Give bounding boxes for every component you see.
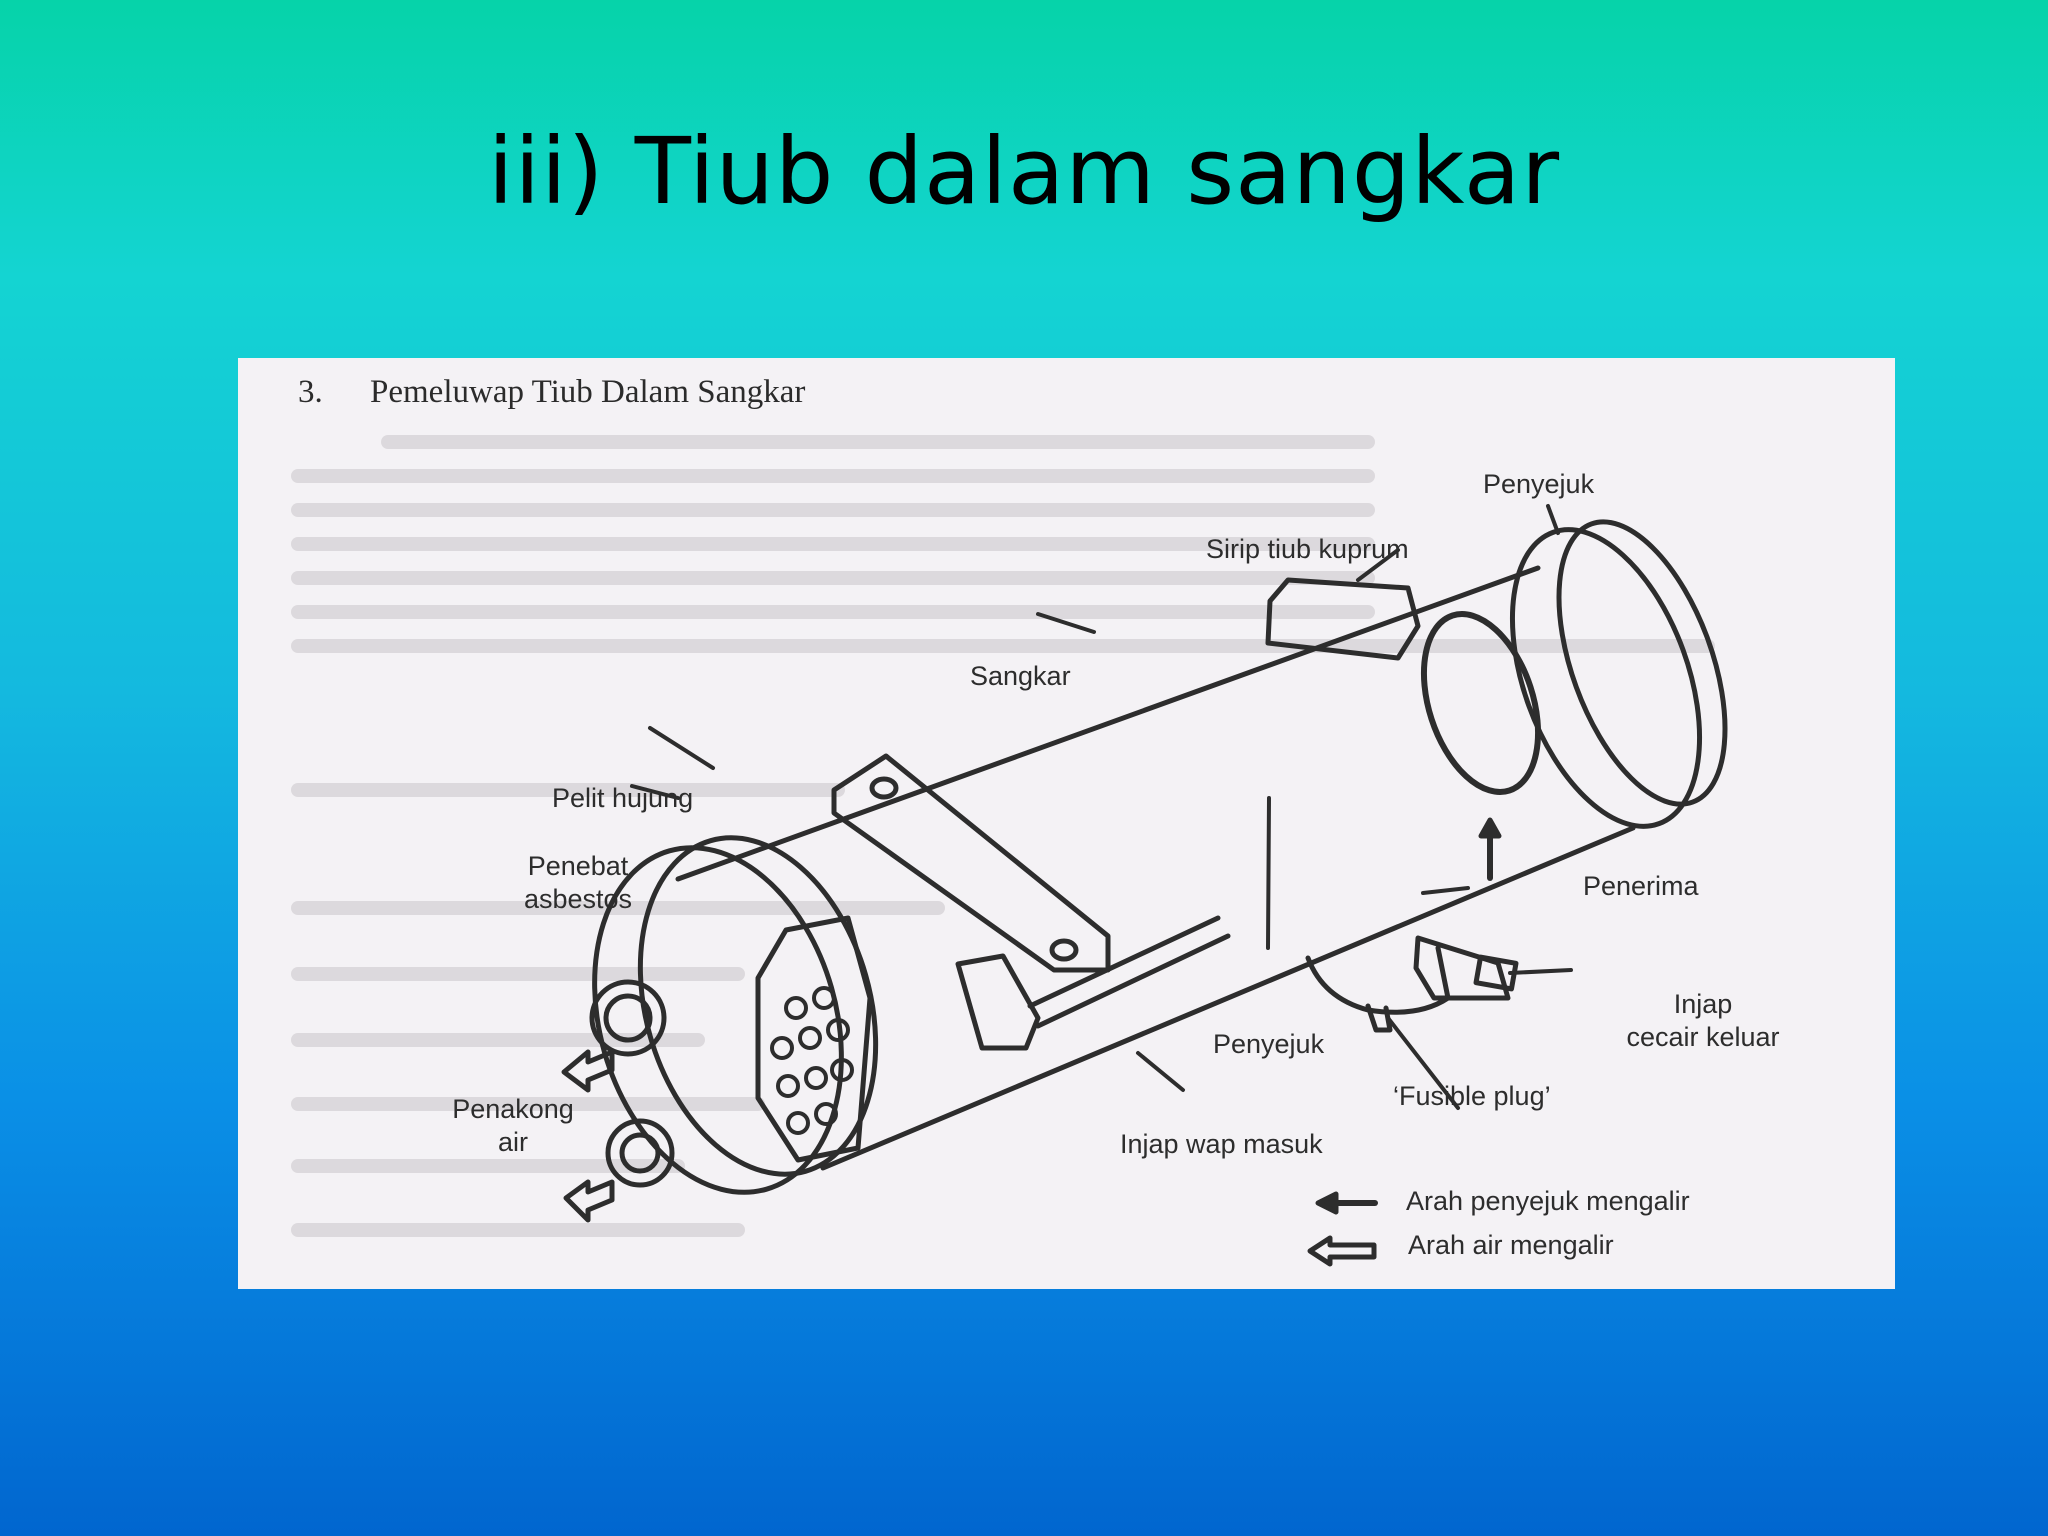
vapour-pipe	[1027, 915, 1221, 1009]
water-in-arrow	[563, 1179, 615, 1223]
right-end-cap	[1509, 527, 1703, 829]
shell-top-edge	[675, 565, 1541, 882]
tube-holes	[770, 986, 854, 1135]
legend-hollow-arrow	[1307, 1235, 1377, 1267]
figure-caption: Pemeluwap Tiub Dalam Sangkar	[370, 374, 806, 410]
tube-bundle	[1420, 611, 1542, 795]
water-out-arrow	[561, 1049, 615, 1093]
top-bracket	[1265, 577, 1421, 661]
label-penyejuk-top: Penyejuk	[1483, 469, 1595, 499]
mounting-bracket	[831, 753, 1111, 973]
label-air: air	[497, 1127, 528, 1157]
condenser-drawing	[291, 435, 1728, 1267]
label-sirip-tiub-kuprum: Sirip tiub kuprum	[1206, 534, 1409, 564]
vapour-valve	[955, 953, 1041, 1051]
background-text-lines	[291, 435, 1715, 1237]
liquid-valve	[1413, 935, 1511, 1001]
label-sangkar: Sangkar	[970, 661, 1071, 691]
shell-bottom-edge	[820, 825, 1636, 1171]
water-inlet	[605, 1118, 675, 1188]
condenser-figure: 3. Pemeluwap Tiub Dalam Sangkar Penyejuk…	[238, 358, 1895, 1289]
legend-water-flow: Arah air mengalir	[1408, 1230, 1614, 1260]
label-penakong: Penakong	[452, 1094, 574, 1124]
label-penakong-air: Penakong air	[428, 1093, 598, 1159]
bracket-hole-1	[869, 776, 899, 800]
figure-number: 3.	[298, 374, 323, 410]
label-penerima: Penerima	[1583, 871, 1699, 901]
label-penebat: Penebat	[527, 851, 629, 881]
label-penebat-asbestos: Penebat asbestos	[488, 850, 668, 916]
label-cecair-keluar: cecair keluar	[1626, 1022, 1780, 1052]
label-injap: Injap	[1673, 989, 1733, 1019]
label-pelit-hujung: Pelit hujung	[552, 783, 694, 813]
tube-sheet	[755, 915, 873, 1163]
label-asbestos: asbestos	[523, 884, 633, 914]
legend-refrigerant-flow: Arah penyejuk mengalir	[1406, 1186, 1690, 1216]
label-fusible-plug: ‘Fusible plug’	[1393, 1081, 1551, 1111]
label-injap-cecair-keluar: Injap cecair keluar	[1593, 988, 1813, 1054]
slide-title: iii) Tiub dalam sangkar	[487, 118, 1561, 225]
bracket-hole-2	[1049, 938, 1079, 962]
label-injap-wap-masuk: Injap wap masuk	[1120, 1129, 1323, 1159]
right-end-rim	[1556, 519, 1728, 807]
label-penyejuk-bottom: Penyejuk	[1213, 1029, 1325, 1059]
water-outlet	[589, 979, 667, 1057]
